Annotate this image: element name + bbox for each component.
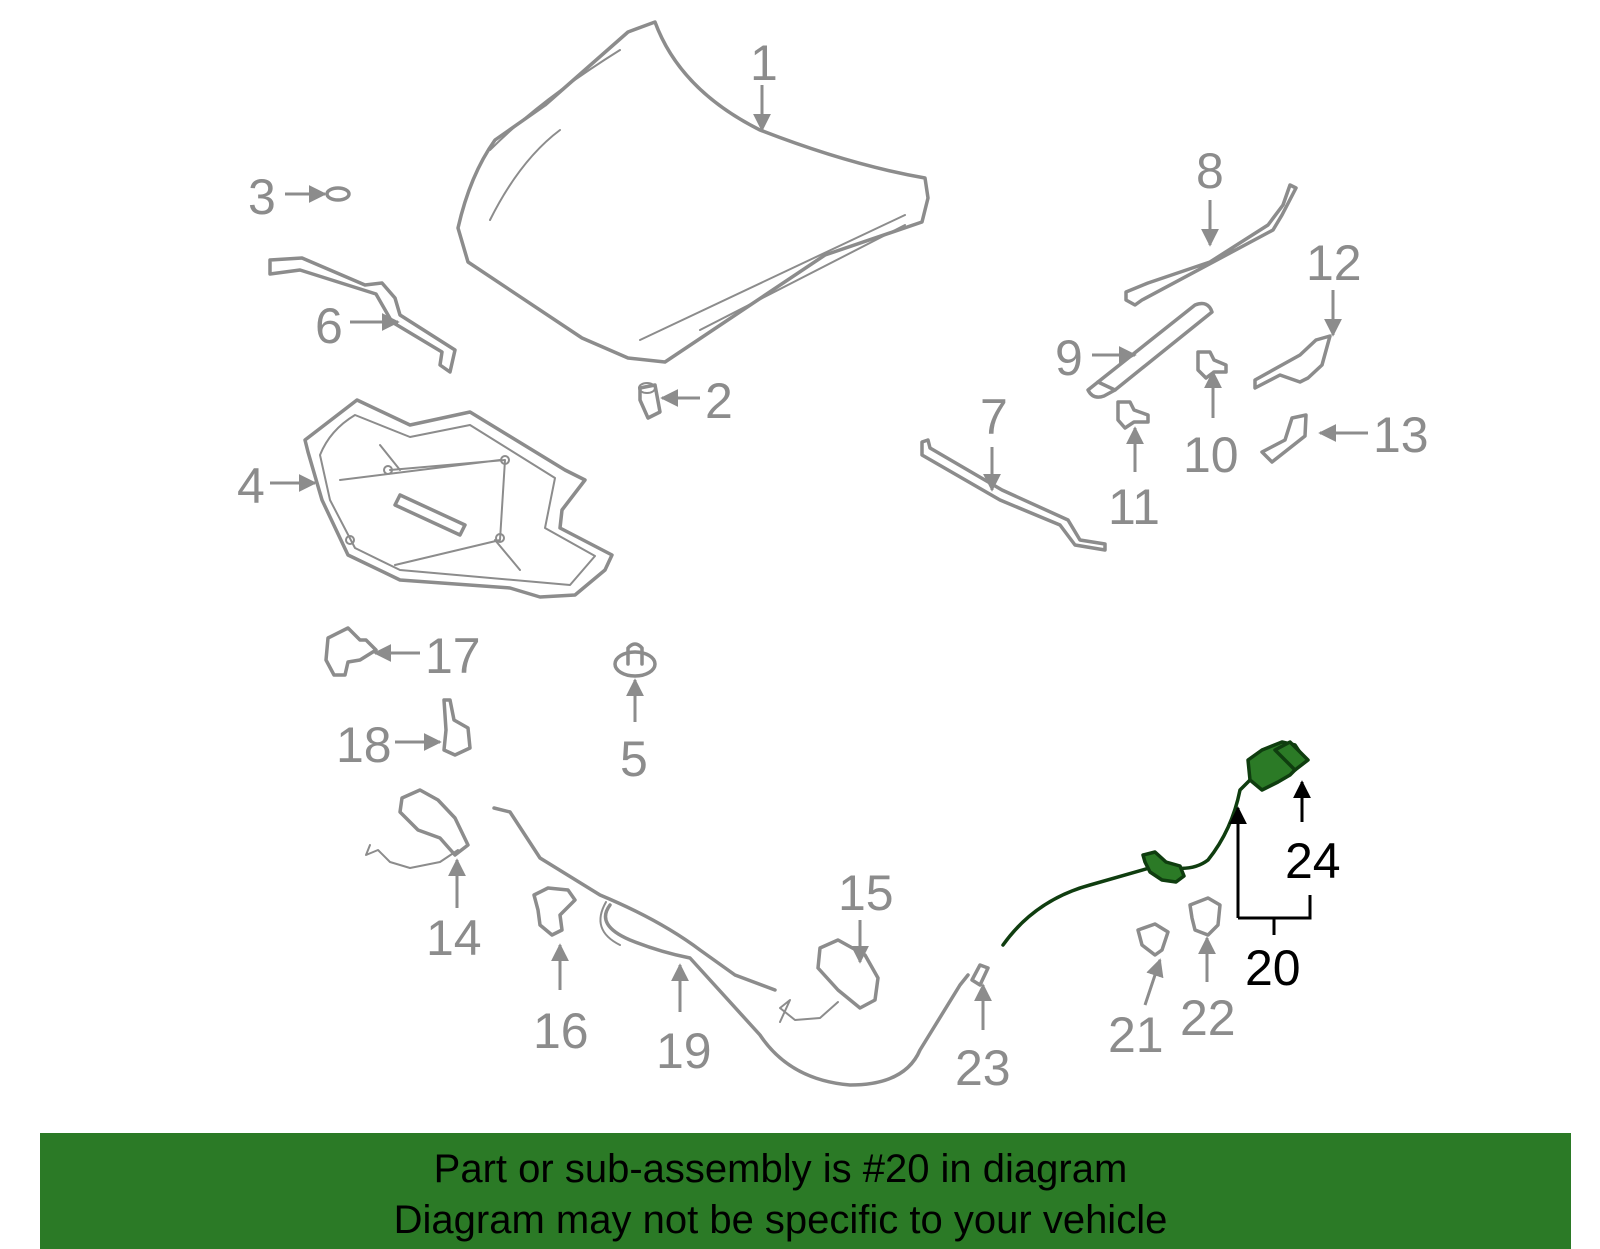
callout-17: 17	[425, 628, 481, 684]
callout-18: 18	[336, 717, 392, 773]
callout-1: 1	[750, 35, 778, 91]
hood-part[interactable]	[456, 20, 930, 364]
callout-19: 19	[656, 1023, 712, 1079]
insulator-part[interactable]	[303, 398, 614, 599]
callout-13: 13	[1373, 407, 1429, 463]
bracket-lower-part[interactable]	[1260, 413, 1308, 464]
callout-15: 15	[838, 865, 894, 921]
callout-22: 22	[1180, 990, 1236, 1046]
banner-line-part-number: Part or sub-assembly is #20 in diagram	[433, 1147, 1128, 1191]
callout-24: 24	[1285, 833, 1341, 889]
clip-18-part[interactable]	[442, 698, 472, 757]
callout-23: 23	[955, 1040, 1011, 1096]
callout-12: 12	[1306, 235, 1362, 291]
ball-stud-lower-part[interactable]	[1116, 400, 1150, 430]
guide-16-part[interactable]	[532, 886, 577, 937]
callout-9: 9	[1055, 330, 1083, 386]
callout-10: 10	[1183, 427, 1239, 483]
cable-19-part[interactable]	[492, 806, 970, 1087]
callout-14: 14	[426, 910, 482, 966]
callout-6: 6	[315, 298, 343, 354]
callout-7: 7	[980, 389, 1008, 445]
callout-20: 20	[1245, 940, 1301, 996]
grommet-part[interactable]	[325, 186, 351, 202]
clip-21-part[interactable]	[1136, 922, 1170, 957]
weatherstrip-part[interactable]	[920, 438, 1107, 552]
clip-17-part[interactable]	[324, 626, 378, 677]
latch-15-part[interactable]	[779, 938, 880, 1023]
callout-5: 5	[620, 731, 648, 787]
hinge-part[interactable]	[1124, 183, 1298, 307]
latch-part[interactable]	[365, 788, 470, 869]
ball-stud-upper-part[interactable]	[1196, 350, 1228, 380]
callout-3: 3	[248, 169, 276, 225]
info-banner: Part or sub-assembly is #20 in diagram D…	[40, 1133, 1571, 1249]
clip-23-part[interactable]	[970, 963, 990, 987]
bracket-upper-part[interactable]	[1253, 334, 1332, 390]
callout-2: 2	[705, 373, 733, 429]
strut-part[interactable]	[1086, 301, 1214, 399]
callout-8: 8	[1196, 143, 1224, 199]
callout-16: 16	[533, 1003, 589, 1059]
bumper-stop-part[interactable]	[638, 382, 662, 420]
callout-21: 21	[1108, 1007, 1164, 1063]
clip-22-part[interactable]	[1188, 896, 1222, 937]
push-clip-part[interactable]	[613, 642, 657, 678]
seal-strip-part[interactable]	[268, 256, 457, 374]
banner-line-disclaimer: Diagram may not be specific to your vehi…	[393, 1198, 1168, 1242]
callout-11: 11	[1108, 479, 1160, 535]
release-cable-assembly-part[interactable]	[1001, 740, 1310, 947]
callout-4: 4	[237, 458, 265, 514]
